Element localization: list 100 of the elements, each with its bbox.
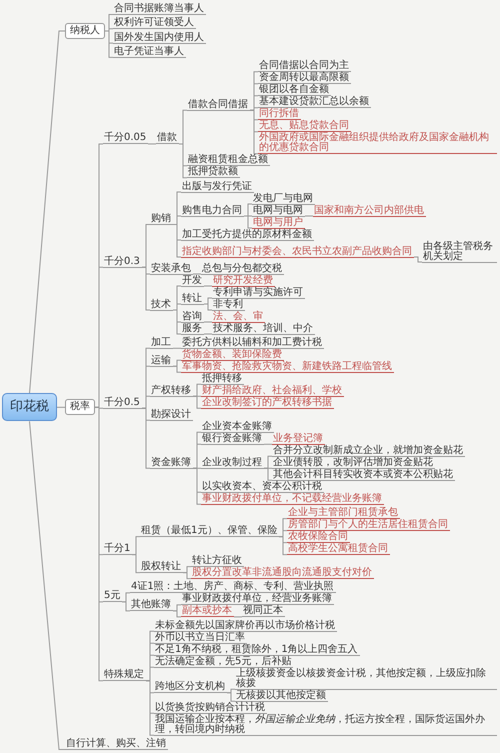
topic-label: 高校学生公寓租赁合同 bbox=[287, 544, 390, 556]
topic-label: 以实收资本、资本公积计税 bbox=[201, 482, 324, 493]
topic-label: 电网与电网 bbox=[252, 206, 305, 216]
connector-line bbox=[56, 406, 66, 408]
topic-label: 权利许可证领受人 bbox=[113, 18, 196, 30]
topic-label: 自行计算、购买、注销 bbox=[65, 739, 168, 750]
topic-label: 购售电力合同 bbox=[181, 206, 244, 216]
topic-label: 4证1照：土地、房产、商标、专利、营业执照 bbox=[130, 582, 336, 594]
topic-label: 不足1角不纳税，租赁除外，1角以上四舍五入 bbox=[154, 644, 360, 656]
topic-label: 委托方供料以辅料和加工费计税 bbox=[181, 338, 324, 349]
topic-label: 股权转让 bbox=[140, 562, 183, 574]
topic-label: 加工受托方提供的原材料金额 bbox=[181, 230, 314, 240]
topic-label: 租赁（最低1元）、保管、保险 bbox=[140, 526, 280, 538]
connector-line bbox=[414, 256, 422, 262]
topic-label: 跨地区分支机构 bbox=[154, 682, 227, 694]
connector-line bbox=[172, 224, 182, 258]
topic-label: 特殊规定 bbox=[103, 670, 146, 682]
connector-line bbox=[132, 554, 140, 574]
central-topic-box: 印花税 bbox=[2, 393, 57, 422]
topic-label: 合同书据账簿当事人 bbox=[113, 4, 206, 15]
topic-label: 出版与发行凭证 bbox=[181, 182, 254, 192]
topic-label: 千分0.05 bbox=[103, 133, 148, 144]
topic-label: 千分0.5 bbox=[103, 398, 142, 409]
topic-label: 军事物资、抢险救灾物资、新建铁路工程临管线 bbox=[181, 362, 394, 373]
topic-label: 资金周转以最高限额 bbox=[258, 73, 351, 84]
topic-label: 副本或抄本 bbox=[181, 606, 234, 618]
topic-label: 转让 bbox=[181, 294, 204, 304]
topic-label: 专利申请与实施许可 bbox=[212, 288, 305, 298]
topic-label: 银团以各自金额 bbox=[258, 85, 331, 96]
topic-label: 购销 bbox=[150, 214, 173, 225]
topic-label: 千分1 bbox=[103, 544, 132, 556]
topic-label: 视同正本 bbox=[242, 606, 285, 618]
connector-line bbox=[192, 396, 202, 409]
topic-label: 企业与主管部门租赁承包 bbox=[287, 508, 400, 520]
topic-label: 合同借据以合同为主 bbox=[258, 61, 351, 72]
topic-label: 企业资本金账簿 bbox=[201, 422, 274, 433]
topic-label: 未标金额先以国家牌价再以市场价格计税 bbox=[154, 620, 337, 632]
topic-label: 千分0.3 bbox=[103, 256, 142, 268]
topic-label: 发电厂与电网 bbox=[252, 194, 315, 204]
topic-label: 企业改制过程 bbox=[201, 458, 264, 469]
topic-label: 股权分置改革非流通股向流通股支付对价 bbox=[191, 568, 374, 580]
topic-label: 国外发生国内使用人 bbox=[113, 32, 206, 44]
connector-line bbox=[172, 348, 182, 349]
topic-label: 指定收购部门与村委会、农民书立农副产品收购合同 bbox=[181, 246, 414, 258]
topic-label: 融资租赁租金总额 bbox=[187, 155, 270, 166]
topic-label: 外币以书立当日汇率 bbox=[154, 632, 247, 644]
topic-label: 其他账簿 bbox=[130, 600, 173, 612]
connector-line bbox=[172, 366, 182, 373]
connector-line bbox=[94, 406, 104, 682]
topic-label: 总包与分包都交税 bbox=[201, 264, 284, 274]
topic-label: 借款 bbox=[156, 133, 179, 144]
topic-label: 法、会、审 bbox=[212, 312, 265, 322]
topic-label: 货物金额、装卸保险费 bbox=[181, 350, 284, 361]
topic-label: 无息、贴息贷款合同 bbox=[258, 121, 351, 132]
topic-label: 农牧保险合同 bbox=[287, 532, 350, 544]
topic-label: 5元 bbox=[103, 591, 122, 602]
topic-label: 加工 bbox=[150, 338, 173, 349]
connector-line bbox=[142, 266, 150, 310]
connector-line bbox=[172, 610, 182, 618]
topic-label: 上级核拨资金以核拨资金计税，其他按定额，上级应扣除核拨 bbox=[235, 668, 497, 690]
connector-line bbox=[244, 216, 252, 228]
topic-label: 其他会计科目转实收资本或资本公积贴花 bbox=[272, 470, 455, 481]
connector-line bbox=[148, 143, 156, 144]
topic-label: 技术 bbox=[150, 300, 173, 310]
topic-label: 转让方征收 bbox=[191, 556, 244, 568]
topic-label: 产权转移 bbox=[150, 386, 193, 397]
connector-line bbox=[29, 30, 66, 394]
topic-label: 以货换货按购销合计计税 bbox=[154, 702, 267, 714]
topic-label: 抵押转移 bbox=[201, 374, 244, 385]
topic-label: 运输 bbox=[150, 356, 173, 367]
branch-topic-box: 税率 bbox=[65, 399, 95, 416]
topic-label: 房管部门与个人的生活居住租赁合同 bbox=[287, 520, 450, 532]
topic-label: 服务 bbox=[181, 324, 204, 334]
topic-label: 合并分立改制新成立企业，就增加资金贴花 bbox=[272, 446, 465, 457]
connector-line bbox=[226, 692, 236, 702]
topic-label: 事业财政拨付单位，不记载经营业务账簿 bbox=[201, 494, 384, 505]
topic-label: 资金账簿 bbox=[150, 458, 193, 469]
topic-label: 开发 bbox=[181, 276, 204, 286]
topic-label: 事业财政拨付单位，经营业务账簿 bbox=[181, 594, 334, 606]
topic-label: 咨询 bbox=[181, 312, 204, 322]
topic-label: 研究开发经费 bbox=[212, 276, 275, 286]
topic-label: 勘探设计 bbox=[150, 410, 193, 421]
topic-label: 抵押贷款额 bbox=[187, 167, 240, 178]
connector-line bbox=[182, 572, 192, 580]
topic-label: 企业债转股，改制评估增加资金贴花 bbox=[272, 458, 435, 469]
connector-line bbox=[278, 536, 288, 556]
connector-line bbox=[264, 468, 272, 481]
connector-line bbox=[29, 420, 66, 750]
topic-label: 技术服务、培训、中介 bbox=[212, 324, 315, 334]
topic-label: 基本建设贷款汇总以余额 bbox=[258, 97, 371, 108]
topic-label: 安装承包 bbox=[150, 264, 193, 274]
topic-label: 同行拆借 bbox=[258, 109, 301, 120]
topic-label: 银行资金账簿 bbox=[201, 434, 264, 445]
connector-line bbox=[264, 444, 272, 445]
topic-label: 电网与用户 bbox=[252, 218, 305, 228]
topic-label: 无法确定金额，先5元，后补贴 bbox=[154, 656, 294, 668]
topic-label: 我国运输企业按本程，外国运输企业免纳，托运方按全程，国际货运国外办理，转回境内时纳税 bbox=[154, 714, 497, 736]
topic-label: 借款合同借据 bbox=[187, 100, 250, 111]
connector-line bbox=[122, 601, 130, 612]
topic-label: 业务登记簿 bbox=[272, 434, 325, 445]
